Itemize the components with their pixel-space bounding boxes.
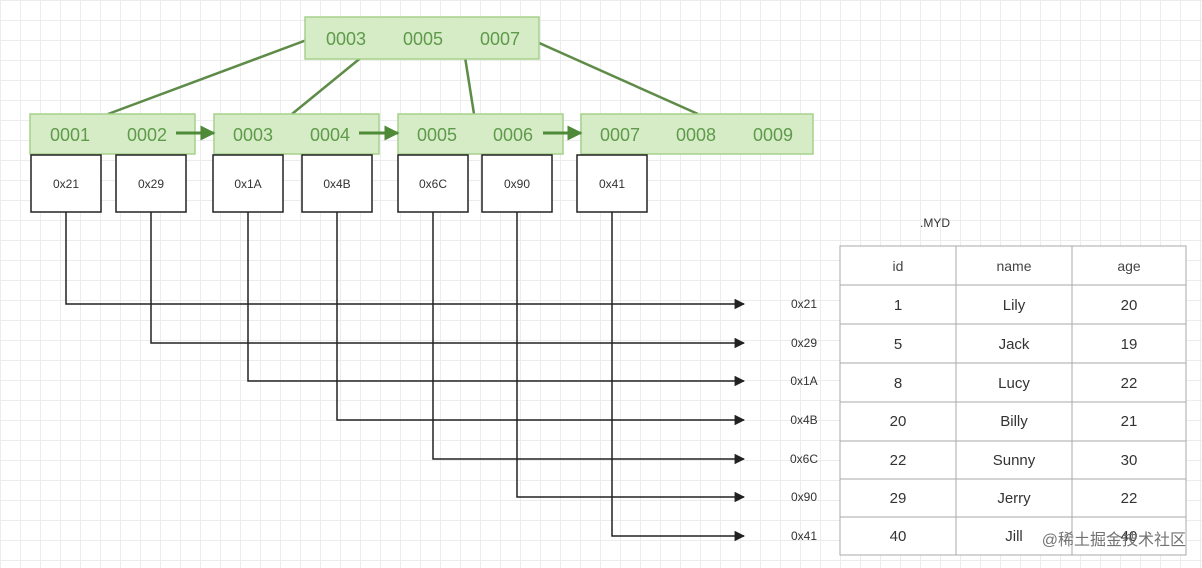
table-cell (955, 362, 1073, 403)
table-cell (839, 440, 957, 480)
table-cell-age: 19 (1121, 336, 1138, 353)
table-cell (1071, 478, 1187, 518)
pointer-address: 0x6C (419, 177, 447, 191)
root-key: 0007 (480, 29, 520, 49)
leaf-node-4: 0007 0008 0009 (580, 113, 814, 155)
table-cell-age: 30 (1121, 452, 1138, 469)
table-cell-name: Lucy (998, 375, 1030, 392)
leaf-node-2: 0003 0004 (213, 113, 380, 155)
table-header-cell (955, 245, 1073, 286)
table-cell (1071, 440, 1187, 480)
leaf-node-1: 0001 0002 (29, 113, 196, 155)
leaf-key: 0001 (50, 125, 90, 145)
row-address: 0x29 (791, 336, 817, 350)
row-address: 0x4B (790, 413, 817, 427)
connector-arrow (65, 212, 746, 310)
pointer-address: 0x1A (234, 177, 261, 191)
table-cell (1071, 516, 1187, 556)
leaf-node-3: 0005 0006 (397, 113, 564, 155)
table-header-cell (839, 245, 957, 286)
table-cell (955, 284, 1073, 325)
table-header-cell (1071, 245, 1187, 286)
row-address: 0x90 (791, 490, 817, 504)
table-cell-age: 21 (1121, 413, 1138, 430)
table-cell (1071, 323, 1187, 364)
leaf-key: 0002 (127, 125, 167, 145)
leaf-key: 0008 (676, 125, 716, 145)
tree-edge (527, 36, 699, 116)
table-cell-name: Sunny (993, 452, 1036, 469)
connector-arrow (611, 212, 746, 542)
pointer-box (115, 154, 187, 213)
table-cell-name: Lily (1003, 297, 1026, 314)
table-header-name: name (996, 258, 1031, 274)
myd-file-label: .MYD (920, 216, 950, 230)
row-address: 0x21 (791, 297, 817, 311)
table-cell-id: 1 (894, 297, 902, 314)
table-cell (839, 516, 957, 556)
pointer-address: 0x21 (53, 177, 79, 191)
leaf-key: 0009 (753, 125, 793, 145)
myd-data-table: id name age 1 Lily 20 5 Jack 19 8 Lucy 2… (839, 245, 1187, 556)
row-address: 0x6C (790, 452, 818, 466)
connector-arrow (516, 212, 746, 503)
table-header-age: age (1117, 258, 1141, 274)
pointer-box (576, 154, 648, 213)
table-header-id: id (893, 258, 904, 274)
table-cell (1071, 284, 1187, 325)
table-cell (839, 284, 957, 325)
connector-arrow (150, 212, 746, 349)
table-cell-id: 40 (890, 528, 907, 545)
pointer-connectors (65, 212, 746, 542)
leaf-key: 0004 (310, 125, 350, 145)
row-address: 0x41 (791, 529, 817, 543)
table-cell-id: 29 (890, 490, 907, 507)
root-key: 0005 (403, 29, 443, 49)
leaf-key: 0005 (417, 125, 457, 145)
table-cell-name: Jerry (997, 490, 1031, 507)
root-node: 0003 0005 0007 (304, 16, 540, 60)
table-cell-name: Jill (1005, 528, 1023, 545)
root-key: 0003 (326, 29, 366, 49)
tree-edge (107, 36, 313, 116)
table-cell-age: 22 (1121, 490, 1138, 507)
table-cell-name: Jack (999, 336, 1030, 353)
watermark-text: @稀土掘金技术社区 (1042, 531, 1186, 549)
table-cell-id: 8 (894, 375, 902, 392)
leaf-key: 0007 (600, 125, 640, 145)
pointer-box (212, 154, 284, 213)
row-address-labels: 0x21 0x29 0x1A 0x4B 0x6C 0x90 0x41 (790, 297, 818, 543)
pointer-boxes: 0x21 0x29 0x1A 0x4B 0x6C 0x90 0x41 (30, 154, 648, 213)
leaf-key: 0006 (493, 125, 533, 145)
table-cell-name: Billy (1000, 413, 1028, 430)
pointer-address: 0x41 (599, 177, 625, 191)
pointer-box (397, 154, 469, 213)
pointer-address: 0x29 (138, 177, 164, 191)
pointer-box (481, 154, 553, 213)
row-address: 0x1A (790, 374, 817, 388)
connector-arrow (247, 212, 746, 387)
table-cell-id: 5 (894, 336, 902, 353)
leaf-key: 0003 (233, 125, 273, 145)
pointer-address: 0x4B (323, 177, 350, 191)
connector-arrow (432, 212, 746, 465)
pointer-address: 0x90 (504, 177, 530, 191)
table-cell-age: 22 (1121, 375, 1138, 392)
pointer-box (30, 154, 102, 213)
table-cell-age: 40 (1121, 528, 1138, 545)
table-cell (1071, 401, 1187, 442)
table-cell (839, 323, 957, 364)
table-cell (955, 478, 1073, 518)
table-cell-id: 22 (890, 452, 907, 469)
connector-arrow (336, 212, 746, 426)
table-cell-id: 20 (890, 413, 907, 430)
table-cell (955, 516, 1073, 556)
table-cell-age: 20 (1121, 297, 1138, 314)
